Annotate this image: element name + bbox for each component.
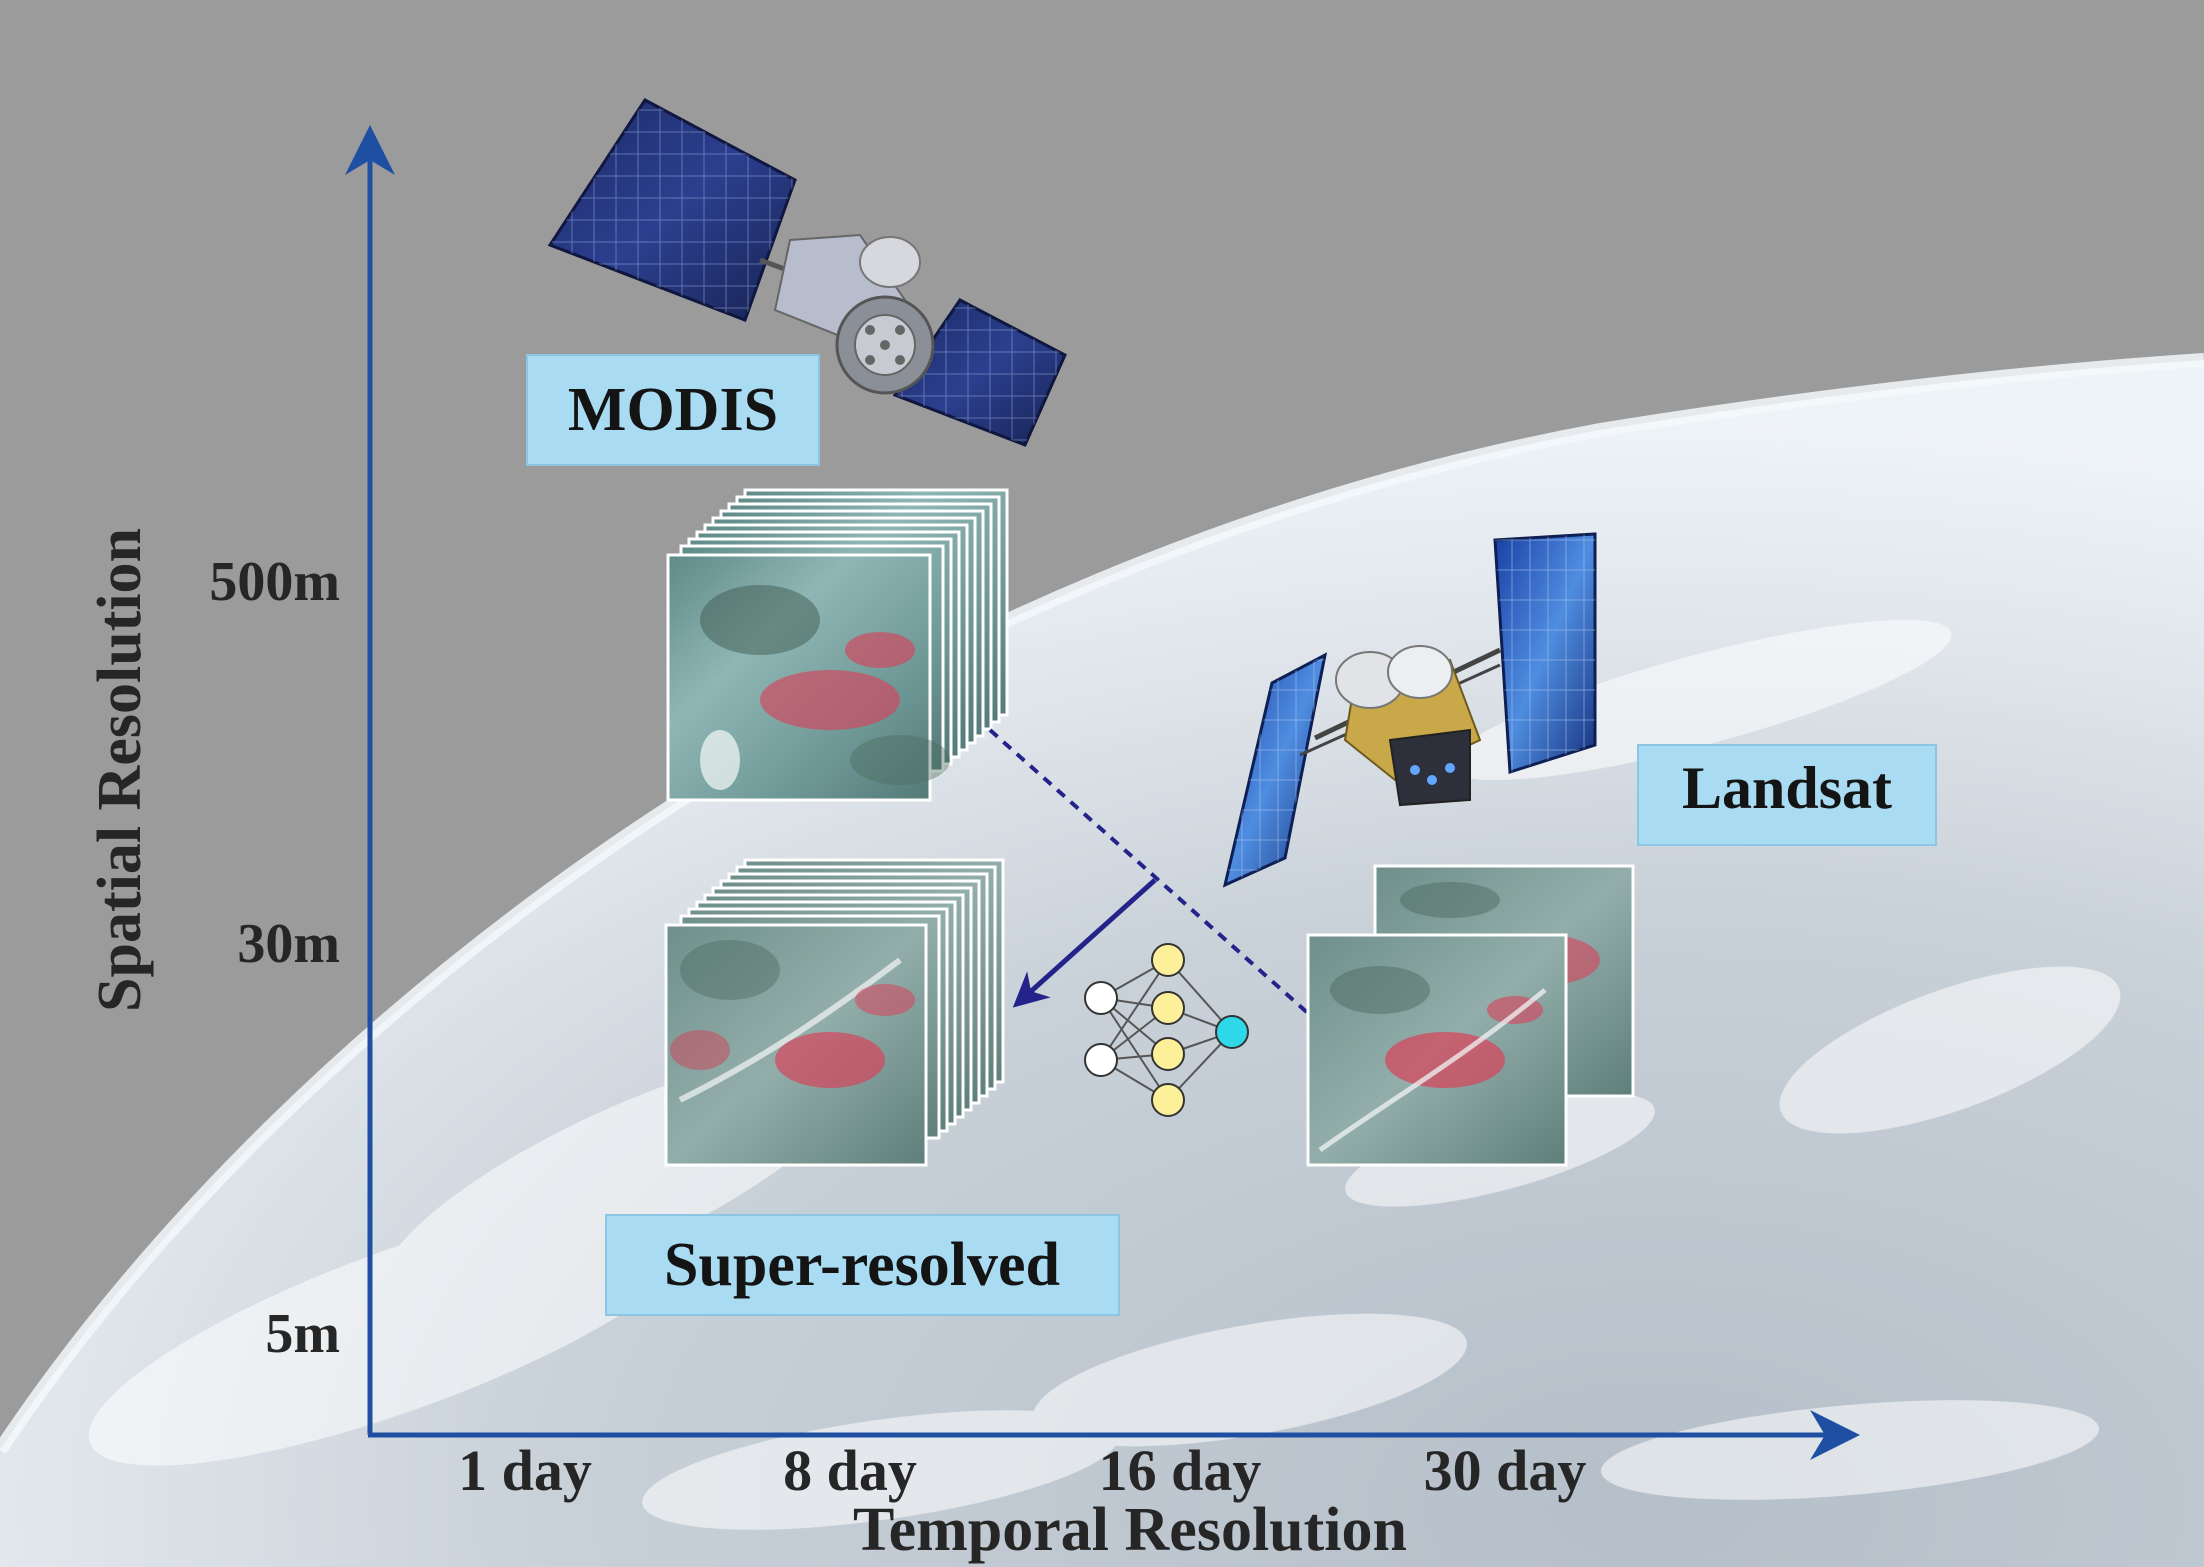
landsat-satellite-icon <box>1222 532 1597 888</box>
x-tick-1-day: 1 day <box>458 1438 592 1503</box>
fusion-arrow <box>1012 878 1157 1008</box>
x-axis-title: Temporal Resolution <box>853 1496 1407 1564</box>
landsat-label: Landsat <box>1682 755 1892 821</box>
super-resolved-label: Super-resolved <box>664 1231 1060 1299</box>
super-resolved-image-stack <box>664 858 1005 1167</box>
x-tick-8-day: 8 day <box>783 1438 917 1503</box>
neural-network-icon <box>1084 943 1249 1117</box>
y-axis-title: Spatial Resolution <box>86 528 154 1012</box>
y-tick-5m: 5m <box>265 1303 340 1365</box>
x-tick-30-day: 30 day <box>1424 1438 1587 1503</box>
landsat-image-pair <box>1306 864 1635 1167</box>
earth-atmosphere <box>0 353 2204 1454</box>
super-resolved-label-box <box>605 1214 1120 1316</box>
modis-label: MODIS <box>568 376 778 444</box>
modis-image-stack <box>666 488 1009 802</box>
modis-satellite-icon <box>547 98 1067 447</box>
y-tick-30m: 30m <box>237 913 340 975</box>
landsat-label-box <box>1637 744 1937 846</box>
modis-label-box <box>526 354 820 466</box>
x-tick-16-day: 16 day <box>1099 1438 1262 1503</box>
y-tick-500m: 500m <box>209 551 340 613</box>
